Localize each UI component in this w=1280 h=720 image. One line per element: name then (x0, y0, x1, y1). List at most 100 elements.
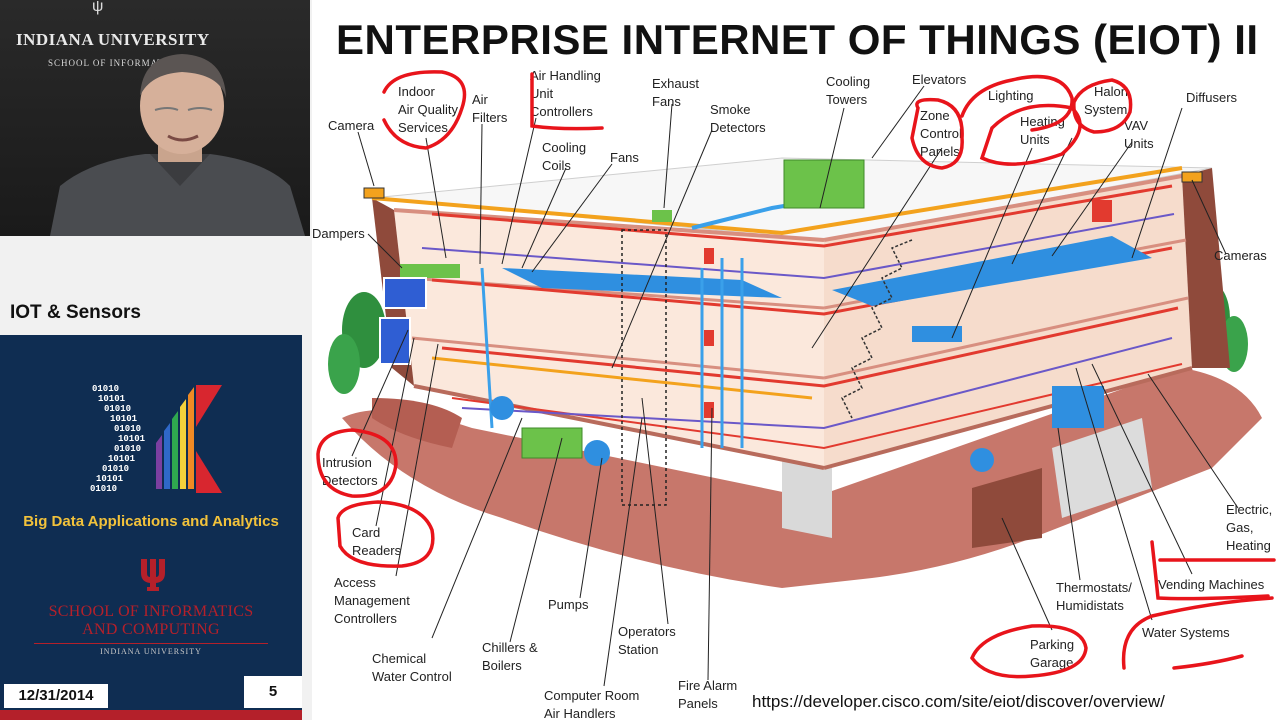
label-iaq-3: Services (398, 120, 448, 135)
label-heating-2: Units (1020, 132, 1050, 147)
annotation-underline-water (1172, 654, 1244, 670)
webcam-banner-university: INDIANA UNIVERSITY (16, 30, 210, 49)
logo-binary: 10101 (108, 454, 136, 464)
label-diffusers: Diffusers (1186, 90, 1238, 105)
label-halon-2: System (1084, 102, 1127, 117)
label-halon-1: Halon (1094, 84, 1128, 99)
slide-title: ENTERPRISE INTERNET OF THINGS (EIOT) II (336, 16, 1259, 63)
annotation-circle-heating (979, 103, 1082, 166)
label-pumps: Pumps (548, 597, 589, 612)
label-smoke-1: Smoke (710, 102, 750, 117)
divider (34, 643, 268, 644)
label-vav-2: Units (1124, 136, 1154, 151)
label-lighting: Lighting (988, 88, 1034, 103)
label-intrusion-2: Detectors (322, 473, 378, 488)
label-fire-2: Panels (678, 696, 718, 711)
university-name: INDIANA UNIVERSITY (100, 647, 202, 656)
label-cooling-coils-1: Cooling (542, 140, 586, 155)
building-diagram: Camera Indoor Air Quality Services Air F… (312, 68, 1276, 720)
presenter-figure (50, 54, 305, 236)
label-vending: Vending Machines (1158, 577, 1265, 592)
annotation-circle-intrusion (316, 428, 398, 498)
label-thermo-1: Thermostats/ (1056, 580, 1132, 595)
label-intrusion-1: Intrusion (322, 455, 372, 470)
annotation-circle-iaq (382, 70, 467, 150)
iu-trident-icon (141, 559, 165, 591)
label-smoke-2: Detectors (710, 120, 766, 135)
leader-lines (351, 85, 1239, 687)
annotation-circle-parking (970, 624, 1088, 679)
annotation-circle-zone (910, 97, 964, 170)
label-access-3: Controllers (334, 611, 397, 626)
label-egh-1: Electric, (1226, 502, 1272, 517)
annotation-bracket-ahu (530, 72, 604, 131)
label-camera: Camera (328, 118, 375, 133)
label-chem-1: Chemical (372, 651, 426, 666)
course-card: 01010 10101 01010 10101 01010 10101 0101… (0, 335, 302, 720)
presenter-webcam: ψ INDIANA UNIVERSITY SCHOOL OF INFORMATI (0, 0, 310, 236)
webcam-banner-school: SCHOOL OF INFORMATI (48, 58, 168, 68)
source-url: https://developer.cisco.com/site/eiot/di… (752, 692, 1165, 711)
label-dampers: Dampers (312, 226, 365, 241)
label-access-2: Management (334, 593, 410, 608)
logo-binary: 01010 (114, 444, 141, 454)
label-vav-1: VAV (1124, 118, 1148, 133)
label-zone-3: Panels (920, 144, 960, 159)
label-fans: Fans (610, 150, 639, 165)
label-chillers-1: Chillers & (482, 640, 538, 655)
label-crah-1: Computer Room (544, 688, 639, 703)
label-egh-3: Heating (1226, 538, 1271, 553)
school-name-line1: SCHOOL OF INFORMATICS (48, 603, 254, 620)
footer-bar (0, 710, 302, 720)
label-ahu-3: Controllers (530, 104, 593, 119)
label-cooling-towers-1: Cooling (826, 74, 870, 89)
label-ahu-1: Air Handling (530, 68, 601, 83)
logo-binary: 01010 (92, 384, 119, 394)
label-iaq-2: Air Quality (398, 102, 458, 117)
label-air-filters-2: Filters (472, 110, 508, 125)
label-cooling-coils-2: Coils (542, 158, 571, 173)
school-name-line2: AND COMPUTING (82, 621, 220, 638)
label-card-2: Readers (352, 543, 402, 558)
label-zone-2: Control (920, 126, 962, 141)
label-operators-2: Station (618, 642, 658, 657)
annotation-circle-lighting (960, 74, 1074, 132)
annotation-bracket-vending (1150, 540, 1270, 601)
label-card-1: Card (352, 525, 380, 540)
logo-binary: 01010 (114, 424, 141, 434)
slide-number: 5 (244, 676, 302, 708)
left-panel: ψ INDIANA UNIVERSITY SCHOOL OF INFORMATI… (0, 0, 312, 720)
label-thermo-2: Humidistats (1056, 598, 1124, 613)
label-elevators: Elevators (912, 72, 967, 87)
label-parking-2: Garage (1030, 655, 1073, 670)
building-illustration (328, 157, 1262, 588)
logo-binary: 10101 (96, 474, 124, 484)
annotation-circle-halon (1072, 78, 1133, 134)
label-parking-1: Parking (1030, 637, 1074, 652)
label-egh-2: Gas, (1226, 520, 1253, 535)
annotation-bracket-water (1121, 596, 1274, 670)
label-zone-1: Zone (920, 108, 950, 123)
label-chillers-2: Boilers (482, 658, 522, 673)
label-exhaust-2: Fans (652, 94, 681, 109)
label-exhaust-1: Exhaust (652, 76, 699, 91)
course-title: Big Data Applications and Analytics (23, 513, 279, 530)
label-water: Water Systems (1142, 625, 1230, 640)
label-access-1: Access (334, 575, 376, 590)
slide-date: 12/31/2014 (4, 684, 108, 708)
diagram-labels: Camera Indoor Air Quality Services Air F… (312, 68, 1272, 720)
logo-binary: 10101 (118, 434, 146, 444)
label-iaq-1: Indoor (398, 84, 436, 99)
label-crah-2: Air Handlers (544, 706, 616, 720)
section-heading: IOT & Sensors (10, 302, 141, 323)
logo-binary: 10101 (98, 394, 126, 404)
label-cameras: Cameras (1214, 248, 1267, 263)
school-name: SCHOOL OF INFORMATICS AND COMPUTING (0, 603, 302, 639)
red-annotations (316, 70, 1276, 679)
label-air-filters-1: Air (472, 92, 489, 107)
label-operators-1: Operators (618, 624, 676, 639)
label-chem-2: Water Control (372, 669, 452, 684)
k-logo-icon: 01010 10101 01010 10101 01010 10101 0101… (90, 384, 222, 494)
annotation-circle-card (336, 500, 435, 568)
label-fire-1: Fire Alarm (678, 678, 737, 693)
